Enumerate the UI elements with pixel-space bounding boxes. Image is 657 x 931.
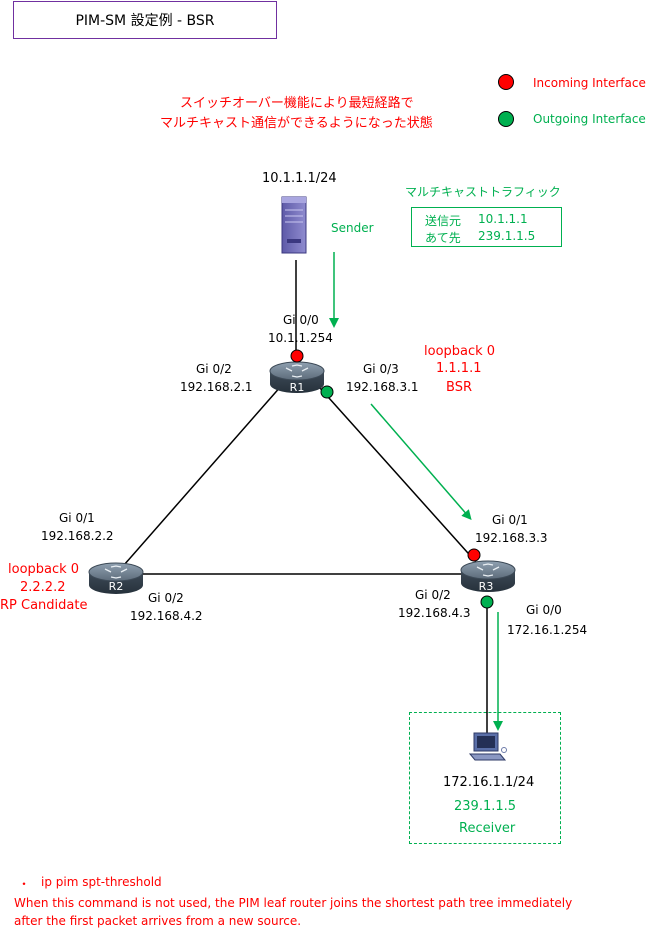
legend-outgoing-label: Outgoing Interface — [533, 112, 646, 126]
note-command: ip pim spt-threshold — [41, 875, 162, 889]
link-r1-r2 — [123, 384, 283, 566]
r1-role: BSR — [446, 380, 472, 395]
r2-gi01-name: Gi 0/1 — [59, 511, 95, 525]
r3-gi02-name: Gi 0/2 — [415, 588, 451, 602]
r3-gi01-incoming-dot — [467, 548, 481, 562]
router-r1-name: R1 — [290, 381, 305, 394]
router-r3-icon: R3 — [460, 560, 516, 593]
traffic-arrow-r1-r3 — [370, 403, 472, 521]
receiver-box — [409, 712, 561, 844]
receiver-ip: 172.16.1.1/24 — [443, 775, 535, 790]
r3-gi00-outgoing-dot — [480, 595, 494, 609]
title-box: PIM-SM 設定例 - BSR — [13, 1, 277, 39]
description-line-2: マルチキャスト通信ができるようになった状態 — [160, 116, 433, 131]
router-r2-icon: R2 — [88, 562, 144, 594]
note-bullet: ・ — [18, 877, 31, 891]
r1-gi03-ip: 192.168.3.1 — [346, 380, 419, 394]
page-title: PIM-SM 設定例 - BSR — [75, 13, 215, 29]
receiver-label: Receiver — [459, 821, 516, 836]
router-r1-icon: R1 — [269, 361, 325, 394]
r2-loopback-name: loopback 0 — [8, 562, 80, 577]
note-line-1: When this command is not used, the PIM l… — [14, 896, 573, 910]
legend-incoming-dot — [498, 74, 514, 90]
legend-incoming-label: Incoming Interface — [533, 76, 646, 90]
sender-label: Sender — [331, 221, 374, 235]
router-r3-name: R3 — [479, 580, 494, 593]
traffic-dest-value: 239.1.1.5 — [478, 229, 536, 243]
traffic-source-label: 送信元 — [425, 214, 462, 228]
r1-gi02-ip: 192.168.2.1 — [180, 380, 253, 394]
r2-gi02-name: Gi 0/2 — [148, 591, 184, 605]
r1-gi03-outgoing-dot — [320, 385, 334, 399]
traffic-dest-label: あて先 — [425, 231, 461, 245]
sender-server-icon — [281, 196, 307, 254]
r2-gi01-ip: 192.168.2.2 — [41, 529, 114, 543]
sender-ip: 10.1.1.1/24 — [262, 171, 337, 186]
r2-role: RP Candidate — [0, 598, 88, 613]
r1-loopback-name: loopback 0 — [424, 344, 496, 359]
router-r2-name: R2 — [109, 580, 124, 593]
r1-gi00-name: Gi 0/0 — [283, 313, 319, 327]
receiver-group: 239.1.1.5 — [454, 799, 517, 814]
r2-loopback-ip: 2.2.2.2 — [20, 580, 66, 595]
r1-gi03-name: Gi 0/3 — [363, 362, 399, 376]
traffic-source-value: 10.1.1.1 — [478, 212, 528, 226]
r1-gi00-incoming-dot — [290, 349, 304, 363]
r3-gi00-name: Gi 0/0 — [526, 603, 562, 617]
r1-gi00-ip: 10.1.1.254 — [268, 331, 333, 345]
r3-gi02-ip: 192.168.4.3 — [398, 606, 471, 620]
traffic-header: マルチキャストトラフィック — [405, 185, 561, 199]
r1-loopback-ip: 1.1.1.1 — [436, 361, 482, 376]
link-r1-r3 — [319, 387, 477, 563]
r3-gi00-ip: 172.16.1.254 — [507, 623, 588, 637]
traffic-box: 送信元 10.1.1.1 あて先 239.1.1.5 — [411, 207, 562, 247]
description-line-1: スイッチオーバー機能により最短経路で — [180, 96, 414, 111]
r3-gi01-name: Gi 0/1 — [492, 513, 528, 527]
note-line-2: after the first packet arrives from a ne… — [14, 914, 302, 928]
r3-gi01-ip: 192.168.3.3 — [475, 531, 548, 545]
r1-gi02-name: Gi 0/2 — [196, 362, 232, 376]
receiver-pc-icon — [468, 732, 507, 761]
legend-outgoing-dot — [498, 111, 514, 127]
r2-gi02-ip: 192.168.4.2 — [130, 609, 203, 623]
